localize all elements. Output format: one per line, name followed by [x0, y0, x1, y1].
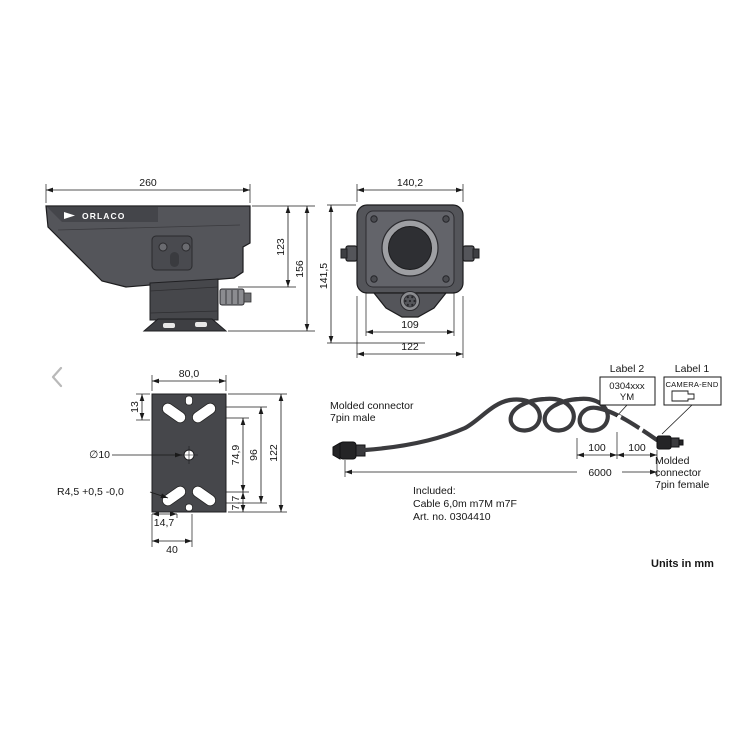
- side-view: 260 ORLACO 123 156: [45, 177, 425, 344]
- female-connector-label-line3: 7pin female: [655, 479, 709, 491]
- plate-notch-bottom: [185, 503, 193, 512]
- dim-40-label: 40: [166, 544, 178, 556]
- carousel-prev-icon[interactable]: [51, 366, 63, 388]
- dim-123-label: 123: [275, 238, 287, 256]
- female-connector-body: [656, 435, 672, 450]
- connector-pin: [411, 296, 414, 299]
- dim-96-label: 96: [248, 449, 260, 461]
- units-note: Units in mm: [651, 558, 714, 570]
- bracket-bend-line: [149, 310, 219, 314]
- male-connector-label-line2: 7pin male: [330, 412, 376, 424]
- bracket-foot: [142, 318, 228, 332]
- plate-slot: [191, 485, 217, 507]
- dim-109-label: 109: [401, 319, 419, 331]
- side-bolt-right-cap: [472, 248, 480, 259]
- side-bolt-left: [345, 245, 358, 262]
- side-bolt-right: [462, 245, 475, 262]
- dim-74-9-label: 74,9: [230, 445, 242, 466]
- dim-122-plate-label: 122: [268, 444, 280, 462]
- corner-screw: [370, 275, 378, 283]
- female-connector-tip: [678, 439, 684, 446]
- cable-diagram: Molded connector 7pin male Label 2 0304x…: [330, 363, 722, 523]
- connector-pin: [408, 299, 412, 303]
- label1-title: Label 1: [675, 363, 710, 375]
- corner-screw: [442, 215, 450, 223]
- radius-leader-line: [149, 491, 169, 499]
- label2-line1: 0304xxx: [609, 381, 645, 392]
- hole-diameter-label: ∅10: [89, 449, 110, 461]
- male-connector-body: [339, 441, 357, 460]
- dim-260-label: 260: [139, 177, 157, 189]
- body-seam-line: [57, 224, 241, 231]
- connector-pin: [406, 303, 409, 306]
- connector-pin: [404, 299, 407, 303]
- foot-slot: [195, 322, 207, 327]
- orlaco-logo-icon: [64, 212, 75, 219]
- label1-connector-glyph: [671, 390, 695, 402]
- corner-screw: [370, 215, 378, 223]
- connector-pin: [411, 303, 414, 306]
- connector-tip: [243, 292, 252, 303]
- camera-logo-strip: [47, 207, 158, 222]
- dim-7-7-label: 7,7: [230, 496, 242, 511]
- included-line2: Cable 6,0m m7M m7F: [413, 498, 517, 510]
- hinge-screw: [158, 242, 168, 252]
- cable: [362, 396, 660, 453]
- foot-slot: [163, 323, 175, 328]
- label2-box: [599, 376, 656, 406]
- dim-100-left-label: 100: [588, 442, 606, 454]
- male-connector-label-line1: Molded connector: [330, 400, 414, 412]
- hinge-slot: [170, 252, 179, 267]
- dim-80-label: 80,0: [179, 368, 200, 380]
- female-connector-label-line2: connector: [655, 467, 702, 479]
- included-line3: Art. no. 0304410: [413, 511, 491, 523]
- dim-141-5-label: 141,5: [318, 263, 330, 289]
- male-connector-tip: [332, 442, 341, 460]
- plate-slot: [161, 485, 187, 507]
- cable-marker-band: [636, 426, 644, 436]
- radius-label: R4,5 +0,5 -0,0: [57, 486, 124, 498]
- bracket-plate: [149, 278, 219, 321]
- bracket-bend-line: [149, 286, 219, 292]
- connector-pin: [413, 299, 416, 303]
- dim-140-2-label: 140,2: [397, 177, 423, 189]
- plate-slot: [161, 402, 187, 424]
- hinge-screw: [181, 242, 191, 252]
- mounting-plate-view: 80,0 13 ∅10 R4,5 +0,5 -0,0 74,9 96: [57, 368, 287, 556]
- connector-pin: [406, 296, 409, 299]
- front-view: 140,2 109 122: [340, 177, 480, 358]
- label2-line2: YM: [620, 392, 634, 403]
- side-bolt-left-cap: [340, 248, 348, 259]
- dim-100-right-label: 100: [628, 442, 646, 454]
- label1-text: CAMERA-END: [665, 380, 718, 389]
- corner-screw: [442, 275, 450, 283]
- included-line1: Included:: [413, 485, 456, 497]
- plate-notch-top: [185, 395, 193, 406]
- dim-156-label: 156: [294, 260, 306, 278]
- brand-label: ORLACO: [82, 211, 125, 221]
- label2-leader-line: [615, 404, 628, 418]
- label1-leader-line: [661, 404, 693, 435]
- dim-13-label: 13: [129, 401, 141, 413]
- female-connector-label-line1: Molded: [655, 455, 690, 467]
- lens: [388, 226, 432, 270]
- plate-slot: [191, 402, 217, 424]
- dim-14-7-label: 14,7: [154, 517, 175, 529]
- female-connector-grip: [670, 437, 680, 448]
- dim-6000-label: 6000: [588, 467, 612, 479]
- cable-marker-band: [614, 414, 622, 424]
- dim-122-front-label: 122: [401, 341, 419, 353]
- label2-title: Label 2: [610, 363, 645, 375]
